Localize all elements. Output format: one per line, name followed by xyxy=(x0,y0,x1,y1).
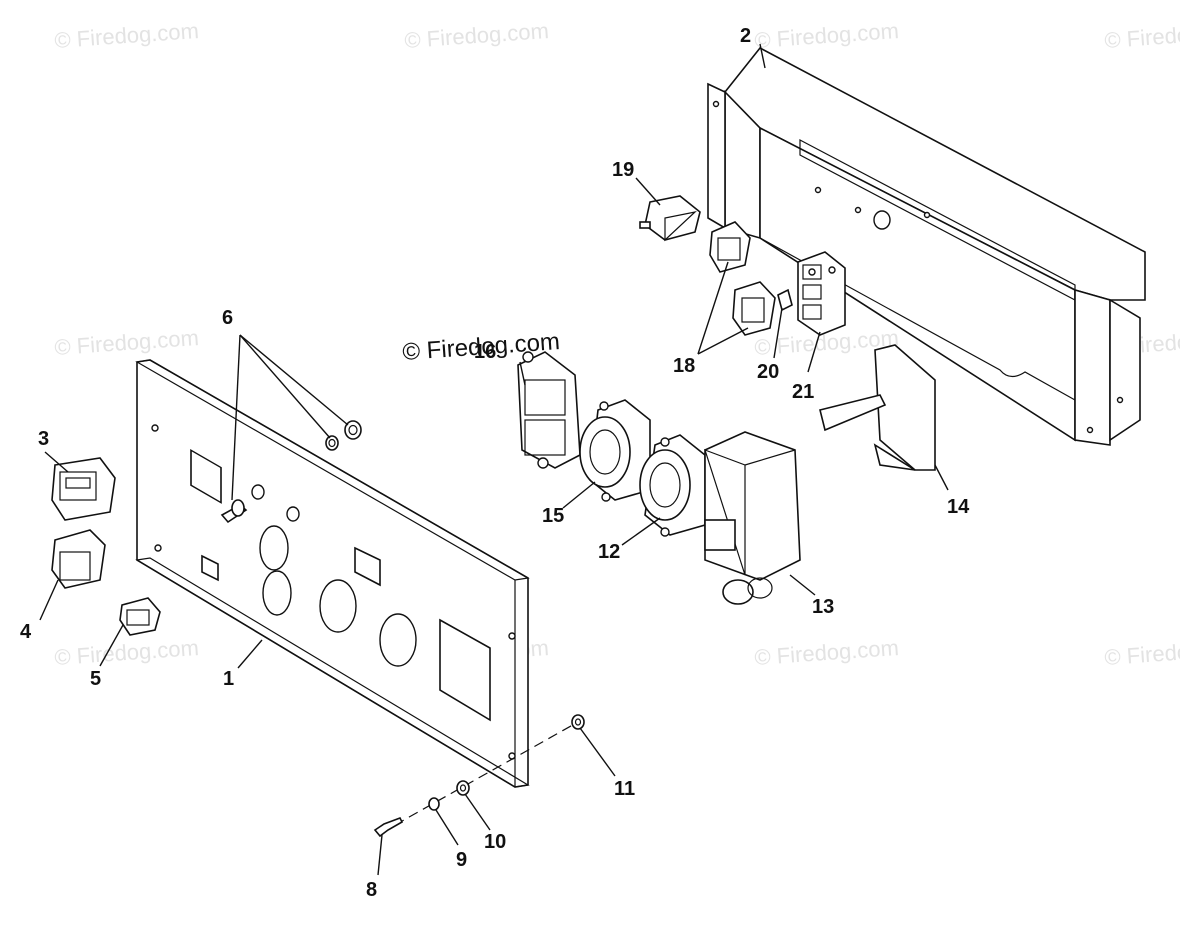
part-1-control-panel xyxy=(135,359,530,788)
callout-3: 3 xyxy=(38,428,49,450)
callout-12: 12 xyxy=(598,541,620,563)
callout-15: 15 xyxy=(542,505,564,527)
callout-9: 9 xyxy=(456,849,467,871)
callout-8: 8 xyxy=(366,879,377,901)
watermark: © Firedog.com xyxy=(754,18,900,53)
part-2-housing xyxy=(707,46,1146,446)
leader-lines xyxy=(39,43,949,876)
callout-5: 5 xyxy=(90,668,101,690)
part-13-breaker xyxy=(704,431,801,605)
part-16-duplex-receptacle xyxy=(517,351,581,469)
fasteners xyxy=(373,714,585,838)
callout-16: 16 xyxy=(474,341,496,363)
callout-2: 2 xyxy=(740,25,751,47)
part-19-connector xyxy=(639,195,701,242)
watermark: © Firedog.com xyxy=(54,325,200,360)
callout-10: 10 xyxy=(484,831,506,853)
part-12-receptacle xyxy=(639,434,706,537)
part-4-outlet xyxy=(51,529,106,589)
callout-4: 4 xyxy=(20,621,32,643)
callout-14: 14 xyxy=(947,496,970,518)
callout-1: 1 xyxy=(223,668,234,690)
part-3-hour-meter xyxy=(51,457,116,521)
part-18-rectifiers xyxy=(709,221,776,336)
watermark: © Firedog.com xyxy=(1104,635,1180,670)
part-6-binding-post xyxy=(220,420,362,524)
watermark: © Firedog.com xyxy=(1104,18,1180,53)
watermark: © Firedog.com xyxy=(54,635,200,670)
part-20-bracket xyxy=(777,288,793,312)
part-5-switch xyxy=(119,597,161,636)
callout-6: 6 xyxy=(222,307,233,329)
callout-11: 11 xyxy=(614,778,635,800)
part-15-receptacle xyxy=(579,399,651,502)
watermark: © Firedog.com xyxy=(754,635,900,670)
callout-21: 21 xyxy=(792,381,814,403)
callout-20: 20 xyxy=(757,361,779,383)
callout-13: 13 xyxy=(812,596,834,618)
callout-18: 18 xyxy=(673,355,695,377)
watermark: © Firedog.com xyxy=(54,18,200,53)
watermark: © Firedog.com xyxy=(404,18,550,53)
callout-labels: 1 2 3 4 5 6 8 9 10 11 12 13 14 15 16 18 … xyxy=(20,25,970,901)
part-14-bracket xyxy=(819,344,936,471)
part-21-terminal-block xyxy=(797,251,846,336)
callout-19: 19 xyxy=(612,159,634,181)
